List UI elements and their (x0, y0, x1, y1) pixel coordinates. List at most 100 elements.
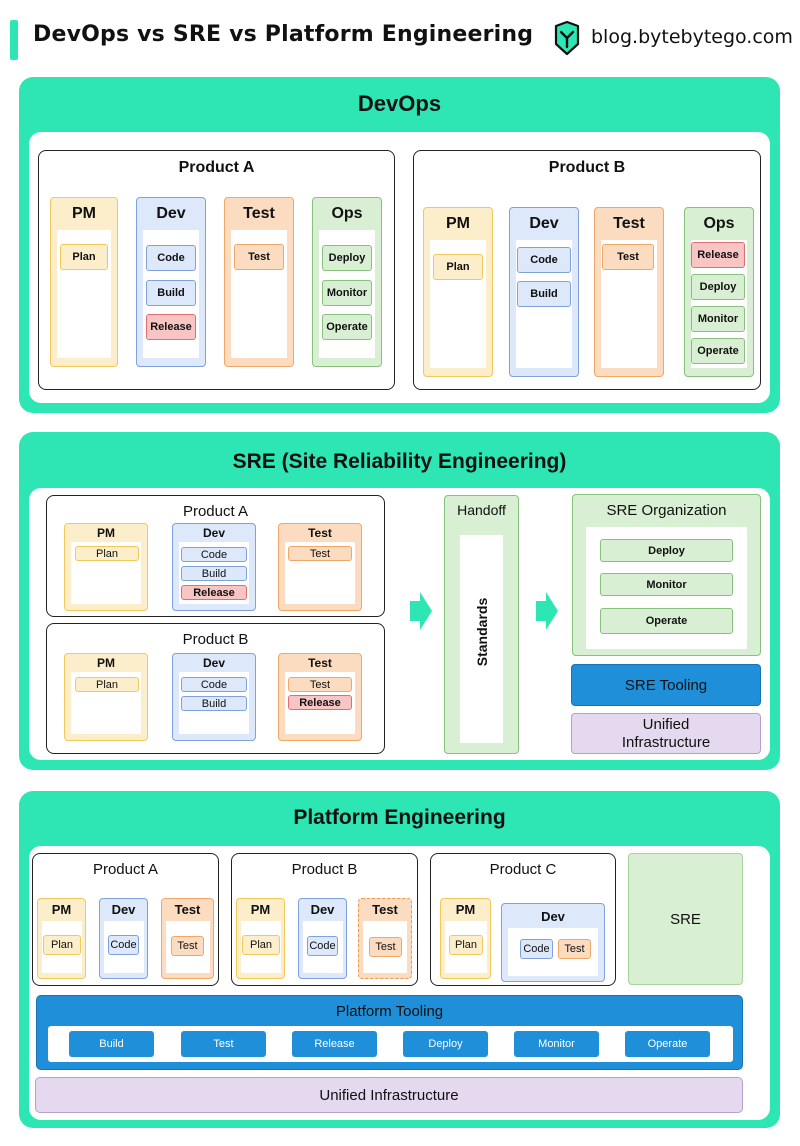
sre-a-test: Test (288, 546, 352, 561)
platform-product-c-title: Product C (489, 861, 557, 878)
sre-tooling: SRE Tooling (571, 664, 761, 706)
sre-org-deploy: Deploy (600, 539, 733, 562)
sre-product-b: Product B PM Plan Dev Code Build Test Te… (46, 623, 385, 754)
platform-c-pm-column: PM Plan (440, 898, 491, 979)
devops-product-a-title: Product A (178, 159, 255, 176)
devops-a-ops-column: Ops Deploy Monitor Operate (312, 197, 382, 367)
sre-product-a: Product A PM Plan Dev Code Build Release… (46, 495, 385, 617)
platform-a-test-column: Test Test (161, 898, 214, 979)
tool-release: Release (292, 1031, 377, 1057)
sre-a-build: Build (181, 566, 247, 581)
tool-deploy: Deploy (403, 1031, 488, 1057)
sre-a-code: Code (181, 547, 247, 562)
sre-unified-infrastructure: Unified Infrastructure (571, 713, 761, 754)
devops-inner: Product A PM Plan Dev Code Build Release… (29, 132, 770, 403)
platform-a-test: Test (171, 936, 204, 956)
devops-a-plan: Plan (60, 244, 108, 270)
sre-b-plan: Plan (75, 677, 139, 692)
sre-section: SRE (Site Reliability Engineering) Produ… (19, 432, 780, 770)
sre-org-title: SRE Organization (606, 502, 727, 519)
devops-a-pm-label: PM (72, 205, 96, 222)
arrow-right-icon (410, 592, 432, 630)
platform-product-b-title: Product B (291, 861, 358, 878)
site-link[interactable]: blog.bytebytego.com (591, 26, 793, 48)
devops-a-operate: Operate (322, 314, 372, 340)
sre-inner: Product A PM Plan Dev Code Build Release… (29, 488, 770, 760)
platform-section: Platform Engineering Product A PM Plan D… (19, 791, 780, 1128)
devops-b-ops-column: Ops Release Deploy Monitor Operate (684, 207, 754, 377)
sre-organization: SRE Organization Deploy Monitor Operate (572, 494, 761, 656)
sre-product-b-title: Product B (182, 631, 249, 648)
platform-product-c: Product C PM Plan Dev Code Test (430, 853, 616, 986)
platform-title: Platform Engineering (293, 806, 506, 829)
platform-c-dev-label: Dev (541, 909, 565, 924)
sre-b-code: Code (181, 677, 247, 692)
sre-b-pm-label: PM (97, 656, 115, 670)
sre-standards-label: Standards (474, 597, 490, 667)
platform-b-test-label: Test (372, 902, 398, 917)
devops-b-ops-label: Ops (703, 215, 735, 232)
platform-sre-box: SRE (628, 853, 743, 985)
platform-b-code: Code (307, 936, 338, 956)
sre-b-test-column: Test Test Release (278, 653, 362, 741)
platform-c-dev-column: Dev Code Test (501, 903, 605, 982)
sre-a-dev-label: Dev (202, 526, 225, 540)
platform-a-test-label: Test (174, 902, 201, 917)
sre-a-release: Release (181, 585, 247, 600)
sre-tooling-label: SRE Tooling (624, 676, 708, 694)
devops-b-test-column: Test Test (594, 207, 664, 377)
header-accent-bar (10, 20, 18, 60)
devops-a-release: Release (146, 314, 196, 340)
devops-a-dev-label: Dev (156, 205, 186, 222)
devops-a-monitor: Monitor (322, 280, 372, 306)
platform-tooling: Platform Tooling Build Test Release Depl… (36, 995, 743, 1070)
sre-org-monitor: Monitor (600, 573, 733, 596)
sre-b-test: Test (288, 677, 352, 692)
devops-b-deploy: Deploy (691, 274, 745, 300)
platform-a-code: Code (108, 935, 139, 955)
devops-b-test-label: Test (613, 215, 645, 232)
devops-b-plan: Plan (433, 254, 483, 280)
devops-b-build: Build (517, 281, 571, 307)
platform-product-a-title: Product A (92, 861, 159, 878)
platform-c-plan: Plan (449, 935, 483, 955)
devops-b-monitor: Monitor (691, 306, 745, 332)
devops-a-test-label: Test (243, 205, 275, 222)
devops-product-b: Product B PM Plan Dev Code Build Test Te… (413, 150, 761, 390)
platform-b-test: Test (369, 937, 402, 957)
devops-a-pm-column: PM Plan (50, 197, 118, 367)
platform-infra-label: Unified Infrastructure (319, 1086, 459, 1104)
tool-operate: Operate (625, 1031, 710, 1057)
devops-a-code: Code (146, 245, 196, 271)
sre-b-test-label: Test (308, 656, 332, 670)
sre-b-release: Release (288, 695, 352, 710)
devops-b-dev-label: Dev (529, 215, 559, 232)
platform-b-dev-column: Dev Code (298, 898, 347, 979)
devops-a-test-column: Test Test (224, 197, 294, 367)
sre-handoff-column: Handoff Standards (444, 495, 519, 754)
sre-b-dev-label: Dev (202, 656, 225, 670)
tool-monitor: Monitor (514, 1031, 599, 1057)
devops-section: DevOps Product A PM Plan Dev Code Build … (19, 77, 780, 413)
platform-tooling-title: Platform Tooling (335, 1003, 444, 1020)
devops-product-a: Product A PM Plan Dev Code Build Release… (38, 150, 395, 390)
devops-b-operate: Operate (691, 338, 745, 364)
devops-b-pm-column: PM Plan (423, 207, 493, 377)
sre-a-test-label: Test (308, 526, 332, 540)
devops-b-pm-label: PM (446, 215, 470, 232)
platform-inner: Product A PM Plan Dev Code Test Test Pro… (29, 846, 770, 1120)
sre-a-pm-label: PM (97, 526, 115, 540)
devops-a-dev-column: Dev Code Build Release (136, 197, 206, 367)
platform-unified-infrastructure: Unified Infrastructure (35, 1077, 743, 1113)
bytebytego-logo-icon (554, 20, 580, 56)
platform-b-pm-column: PM Plan (236, 898, 285, 979)
arrow-right-icon-2 (536, 592, 558, 630)
platform-a-dev-column: Dev Code (99, 898, 148, 979)
devops-a-build: Build (146, 280, 196, 306)
sre-b-pm-column: PM Plan (64, 653, 148, 741)
page-title: DevOps vs SRE vs Platform Engineering (33, 22, 534, 47)
platform-a-pm-label: PM (51, 902, 72, 917)
platform-c-code: Code (520, 939, 553, 959)
devops-title: DevOps (357, 91, 442, 116)
devops-product-b-title: Product B (548, 159, 626, 176)
